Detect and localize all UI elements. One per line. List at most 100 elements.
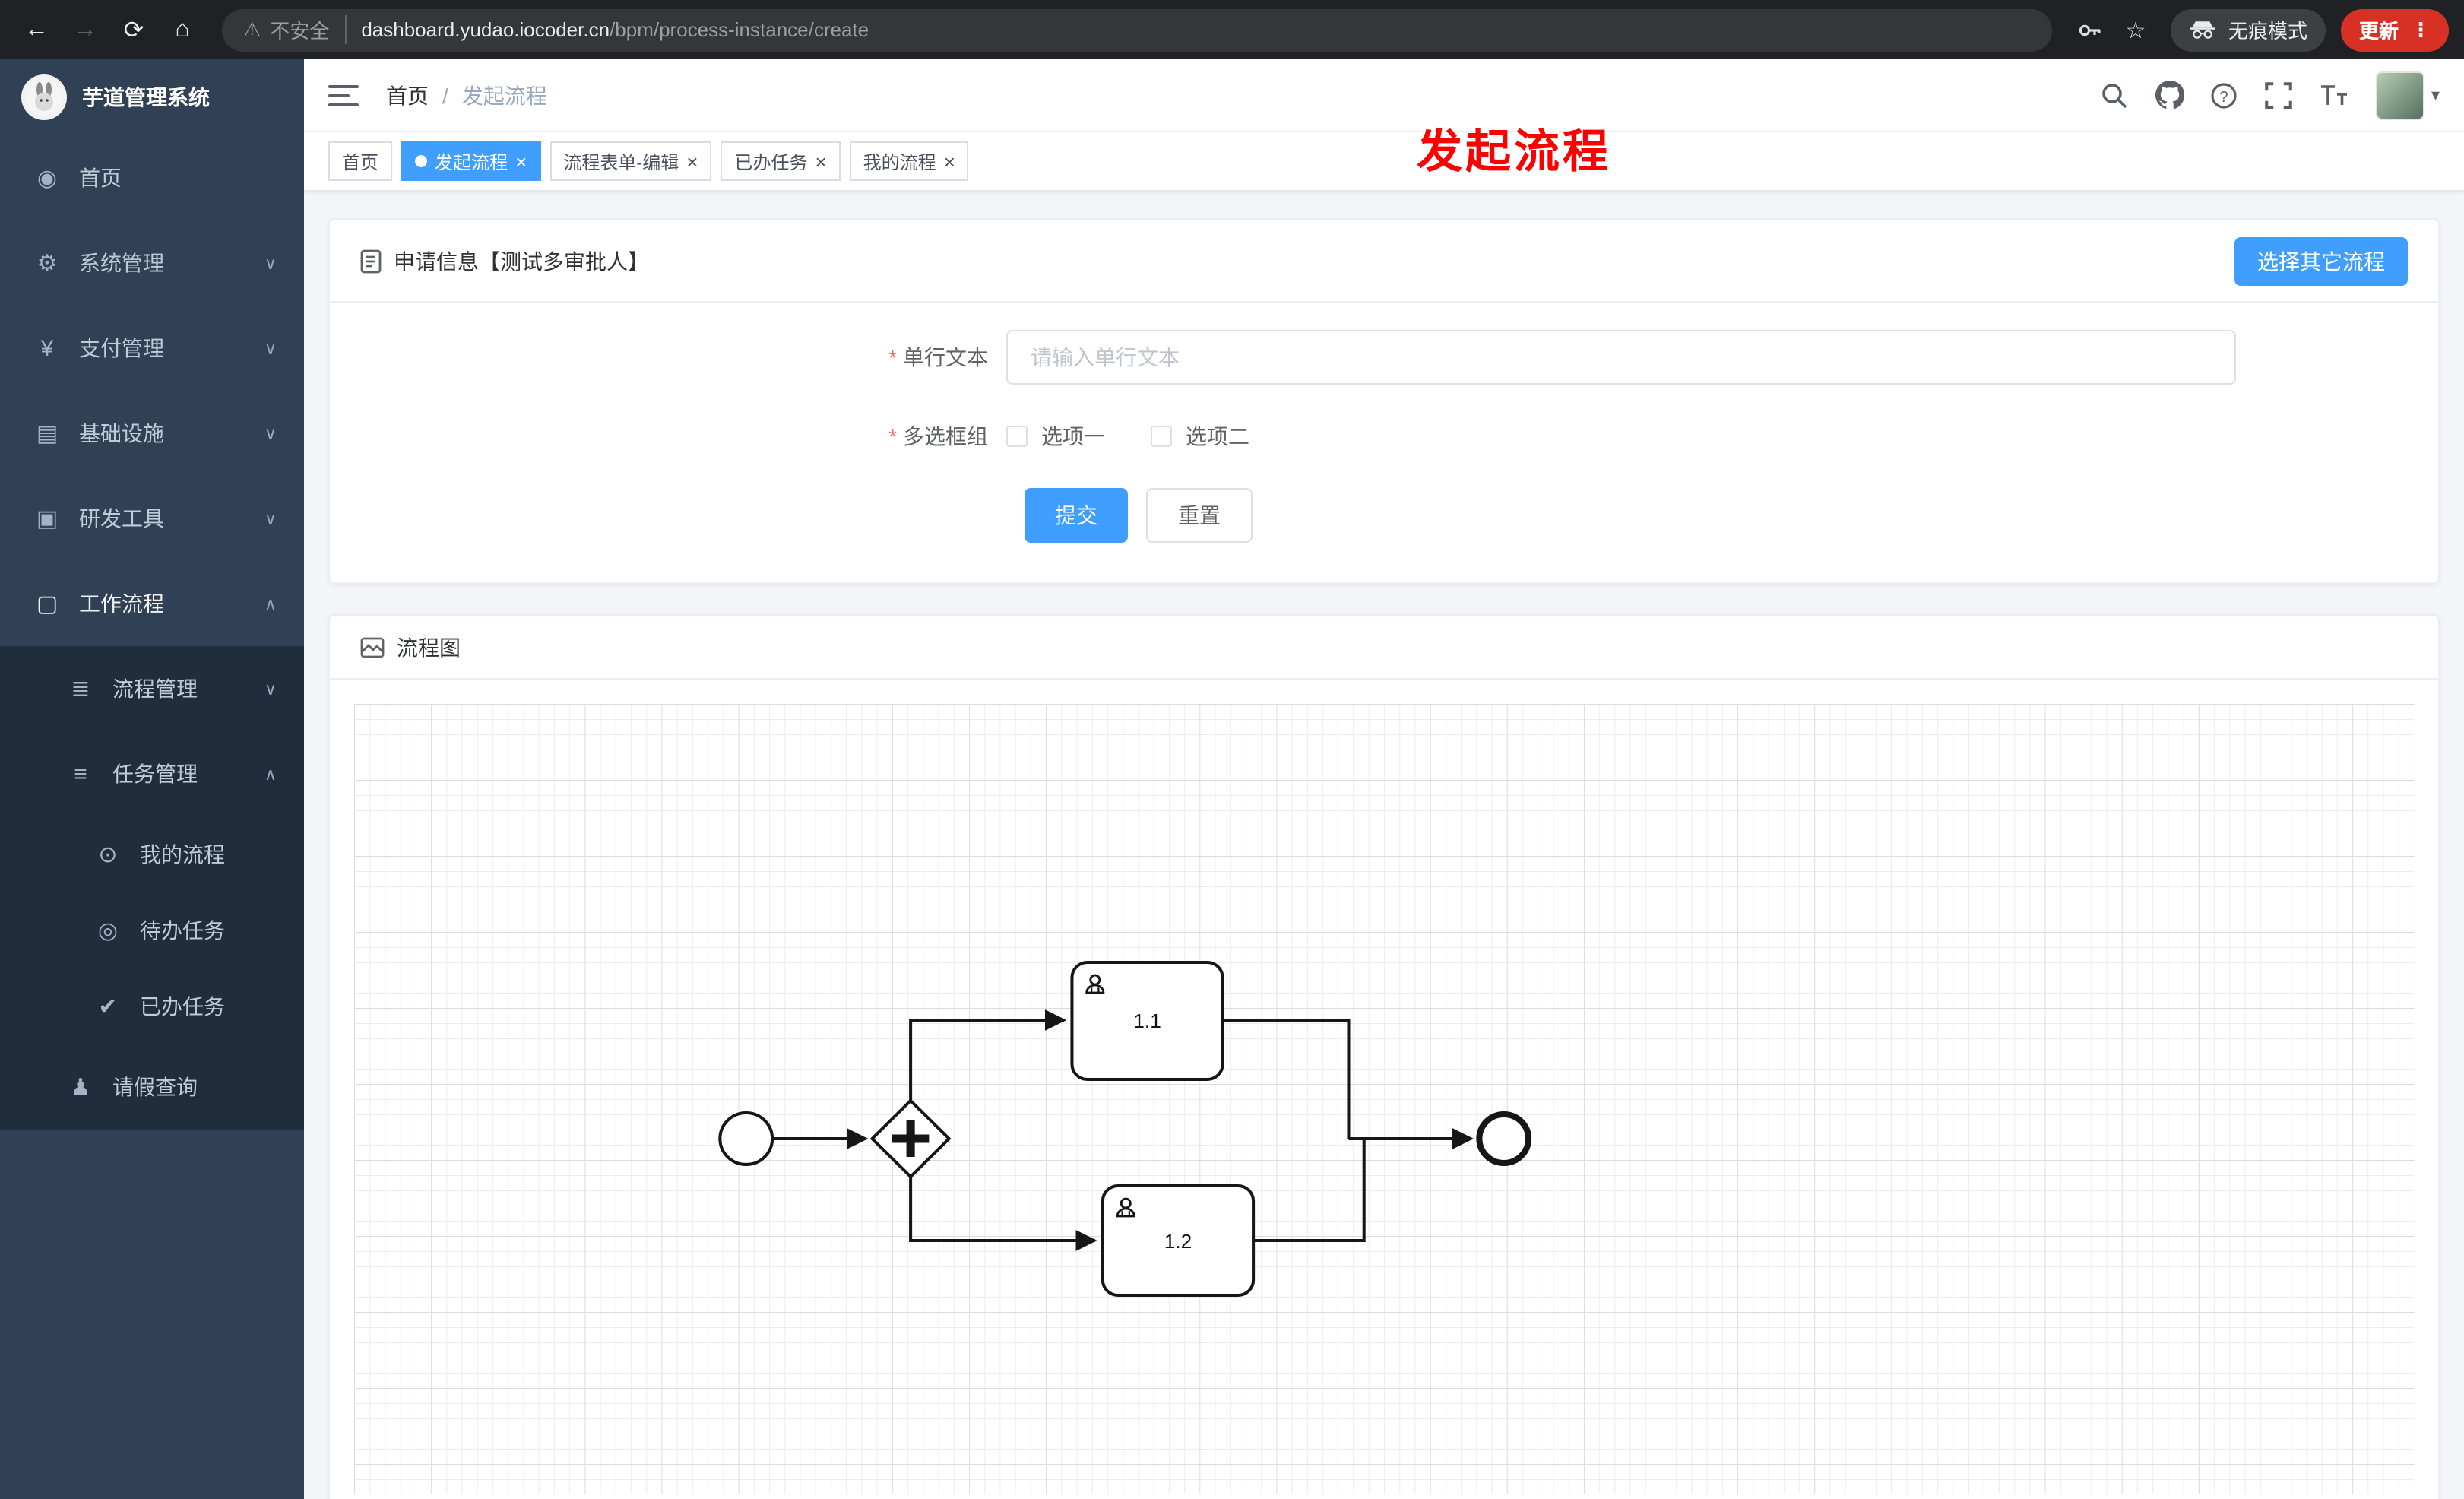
security-label: 不安全 (270, 20, 330, 43)
sidebar-item-payment[interactable]: ¥ 支付管理 ∨ (0, 306, 304, 391)
svg-text:?: ? (2220, 88, 2228, 105)
tab-my-process[interactable]: 我的流程 × (849, 141, 969, 181)
tab-form-edit[interactable]: 流程表单-编辑 × (549, 141, 712, 181)
checkbox[interactable] (1151, 426, 1172, 447)
close-icon[interactable]: × (815, 150, 827, 173)
sidebar-item-label: 工作流程 (79, 591, 164, 616)
reload-icon[interactable]: ⟳ (123, 17, 144, 43)
update-button[interactable]: 更新 ⋮ (2340, 8, 2449, 51)
sidebar-item-label: 待办任务 (140, 918, 225, 943)
tab-label: 发起流程 (435, 151, 508, 173)
breadcrumb-current: 发起流程 (461, 83, 547, 107)
incognito-icon (2190, 21, 2215, 39)
sidebar-item-label: 流程管理 (112, 677, 198, 701)
flow-task1-to-merge (1222, 1019, 1351, 1139)
reset-button[interactable]: 重置 (1146, 488, 1253, 543)
warning-icon: ⚠ (243, 17, 261, 40)
user-task-2[interactable]: 1.2 (1101, 1184, 1256, 1297)
incognito-badge[interactable]: 无痕模式 (2170, 8, 2326, 51)
checkbox-group-label: *多选框组 (360, 421, 1006, 452)
chevron-down-icon: ∨ (264, 510, 277, 528)
bpmn-canvas[interactable]: 1.1 1.2 (330, 680, 2438, 1499)
tab-label: 流程表单-编辑 (563, 151, 679, 173)
chevron-up-icon: ∧ (264, 595, 277, 613)
tab-create-process[interactable]: 发起流程 × (401, 141, 541, 181)
security-chip[interactable]: ⚠ 不安全 (243, 15, 347, 44)
checkbox[interactable] (1006, 426, 1028, 447)
close-icon[interactable]: × (515, 150, 527, 173)
tab-done-task[interactable]: 已办任务 × (721, 141, 841, 181)
url-domain: dashboard.yudao.iocoder.cn (361, 18, 610, 41)
tab-label: 我的流程 (863, 151, 936, 173)
address-bar[interactable]: ⚠ 不安全 dashboard.yudao.iocoder.cn/bpm/pro… (222, 8, 2052, 51)
apply-info-card: 申请信息【测试多审批人】 选择其它流程 *单行文本 *多选框组 (328, 219, 2440, 584)
menu-dots-icon[interactable]: ⋮ (2411, 17, 2431, 40)
tab-home[interactable]: 首页 (328, 141, 393, 181)
check-icon: ✔ (98, 994, 118, 1020)
sidebar-item-system[interactable]: ⚙ 系统管理 ∨ (0, 220, 304, 306)
chevron-up-icon: ∧ (264, 765, 277, 784)
user-task-1[interactable]: 1.1 (1070, 961, 1224, 1081)
avatar[interactable] (2376, 71, 2425, 119)
tab-label: 已办任务 (734, 151, 808, 173)
update-label: 更新 (2358, 20, 2399, 43)
sidebar-item-task-management[interactable]: ≡ 任务管理 ∧ (0, 731, 304, 816)
browser-toolbar: ← → ⟳ ⌂ ⚠ 不安全 dashboard.yudao.iocoder.cn… (0, 0, 2464, 59)
end-event[interactable] (1476, 1111, 1532, 1166)
close-icon[interactable]: × (943, 150, 955, 173)
breadcrumb: 首页 / 发起流程 (386, 80, 547, 110)
sidebar-item-process-management[interactable]: ≣ 流程管理 ∨ (0, 646, 304, 731)
single-line-text-input[interactable] (1006, 330, 2236, 385)
sidebar-item-todo-task[interactable]: ◎ 待办任务 (0, 892, 304, 968)
page-content: 申请信息【测试多审批人】 选择其它流程 *单行文本 *多选框组 (304, 192, 2464, 1499)
parallel-gateway[interactable] (869, 1098, 952, 1179)
sidebar-item-label: 研发工具 (79, 506, 164, 531)
github-icon[interactable] (2155, 80, 2185, 110)
search-icon[interactable] (2100, 80, 2130, 110)
font-size-icon[interactable] (2319, 80, 2349, 110)
checkbox-option-2[interactable]: 选项二 (1151, 421, 1249, 452)
key-icon[interactable] (2070, 10, 2110, 49)
page-annotation: 发起流程 (1417, 128, 1611, 178)
canvas-grid (354, 704, 2414, 1494)
page-header: 首页 / 发起流程 ? (304, 59, 2464, 132)
home-icon[interactable]: ⌂ (175, 16, 190, 42)
breadcrumb-separator: / (442, 83, 448, 107)
sidebar-item-devtools[interactable]: ▣ 研发工具 ∨ (0, 476, 304, 561)
user-task-icon (1116, 1197, 1135, 1218)
sidebar-item-leave-query[interactable]: ♟ 请假查询 (0, 1044, 304, 1130)
dashboard-icon: ◉ (36, 166, 58, 192)
switch-process-button[interactable]: 选择其它流程 (2234, 236, 2408, 285)
sidebar-item-label: 基础设施 (79, 421, 164, 445)
sidebar-item-done-task[interactable]: ✔ 已办任务 (0, 968, 304, 1044)
user-task-icon (1085, 974, 1105, 994)
sidebar-item-label: 系统管理 (79, 251, 164, 275)
close-icon[interactable]: × (686, 150, 698, 173)
url-text: dashboard.yudao.iocoder.cn/bpm/process-i… (361, 18, 869, 41)
fullscreen-icon[interactable] (2264, 80, 2295, 110)
workflow-icon: ▢ (36, 591, 59, 617)
text-field-label: *单行文本 (360, 342, 1006, 372)
app-logo-row[interactable]: 芋道管理系统 (0, 59, 304, 135)
start-event[interactable] (718, 1111, 774, 1166)
tags-view: 首页 发起流程 × 流程表单-编辑 × 已办任务 × 我的流程 × (304, 132, 2464, 192)
sidebar-item-infrastructure[interactable]: ▤ 基础设施 ∨ (0, 391, 304, 476)
breadcrumb-home[interactable]: 首页 (386, 83, 429, 107)
menu-fold-icon[interactable] (328, 78, 362, 112)
sequence-flows (772, 1009, 1474, 1251)
star-icon[interactable]: ☆ (2125, 17, 2146, 43)
checkbox-label: 选项一 (1041, 424, 1105, 448)
forward-icon[interactable]: → (73, 16, 97, 42)
help-icon[interactable]: ? (2209, 80, 2240, 110)
card-title: 申请信息【测试多审批人】 (394, 249, 649, 273)
submit-button[interactable]: 提交 (1025, 488, 1128, 543)
sidebar-item-home[interactable]: ◉ 首页 (0, 135, 304, 220)
chevron-down-icon: ∨ (264, 425, 277, 443)
back-icon[interactable]: ← (24, 16, 49, 42)
caret-down-icon[interactable]: ▾ (2431, 87, 2440, 105)
tab-label: 首页 (342, 151, 379, 173)
process-icon: ≣ (71, 677, 90, 702)
sidebar-item-my-process[interactable]: ⊙ 我的流程 (0, 816, 304, 892)
sidebar-item-workflow[interactable]: ▢ 工作流程 ∧ (0, 561, 304, 646)
checkbox-option-1[interactable]: 选项一 (1006, 421, 1105, 452)
